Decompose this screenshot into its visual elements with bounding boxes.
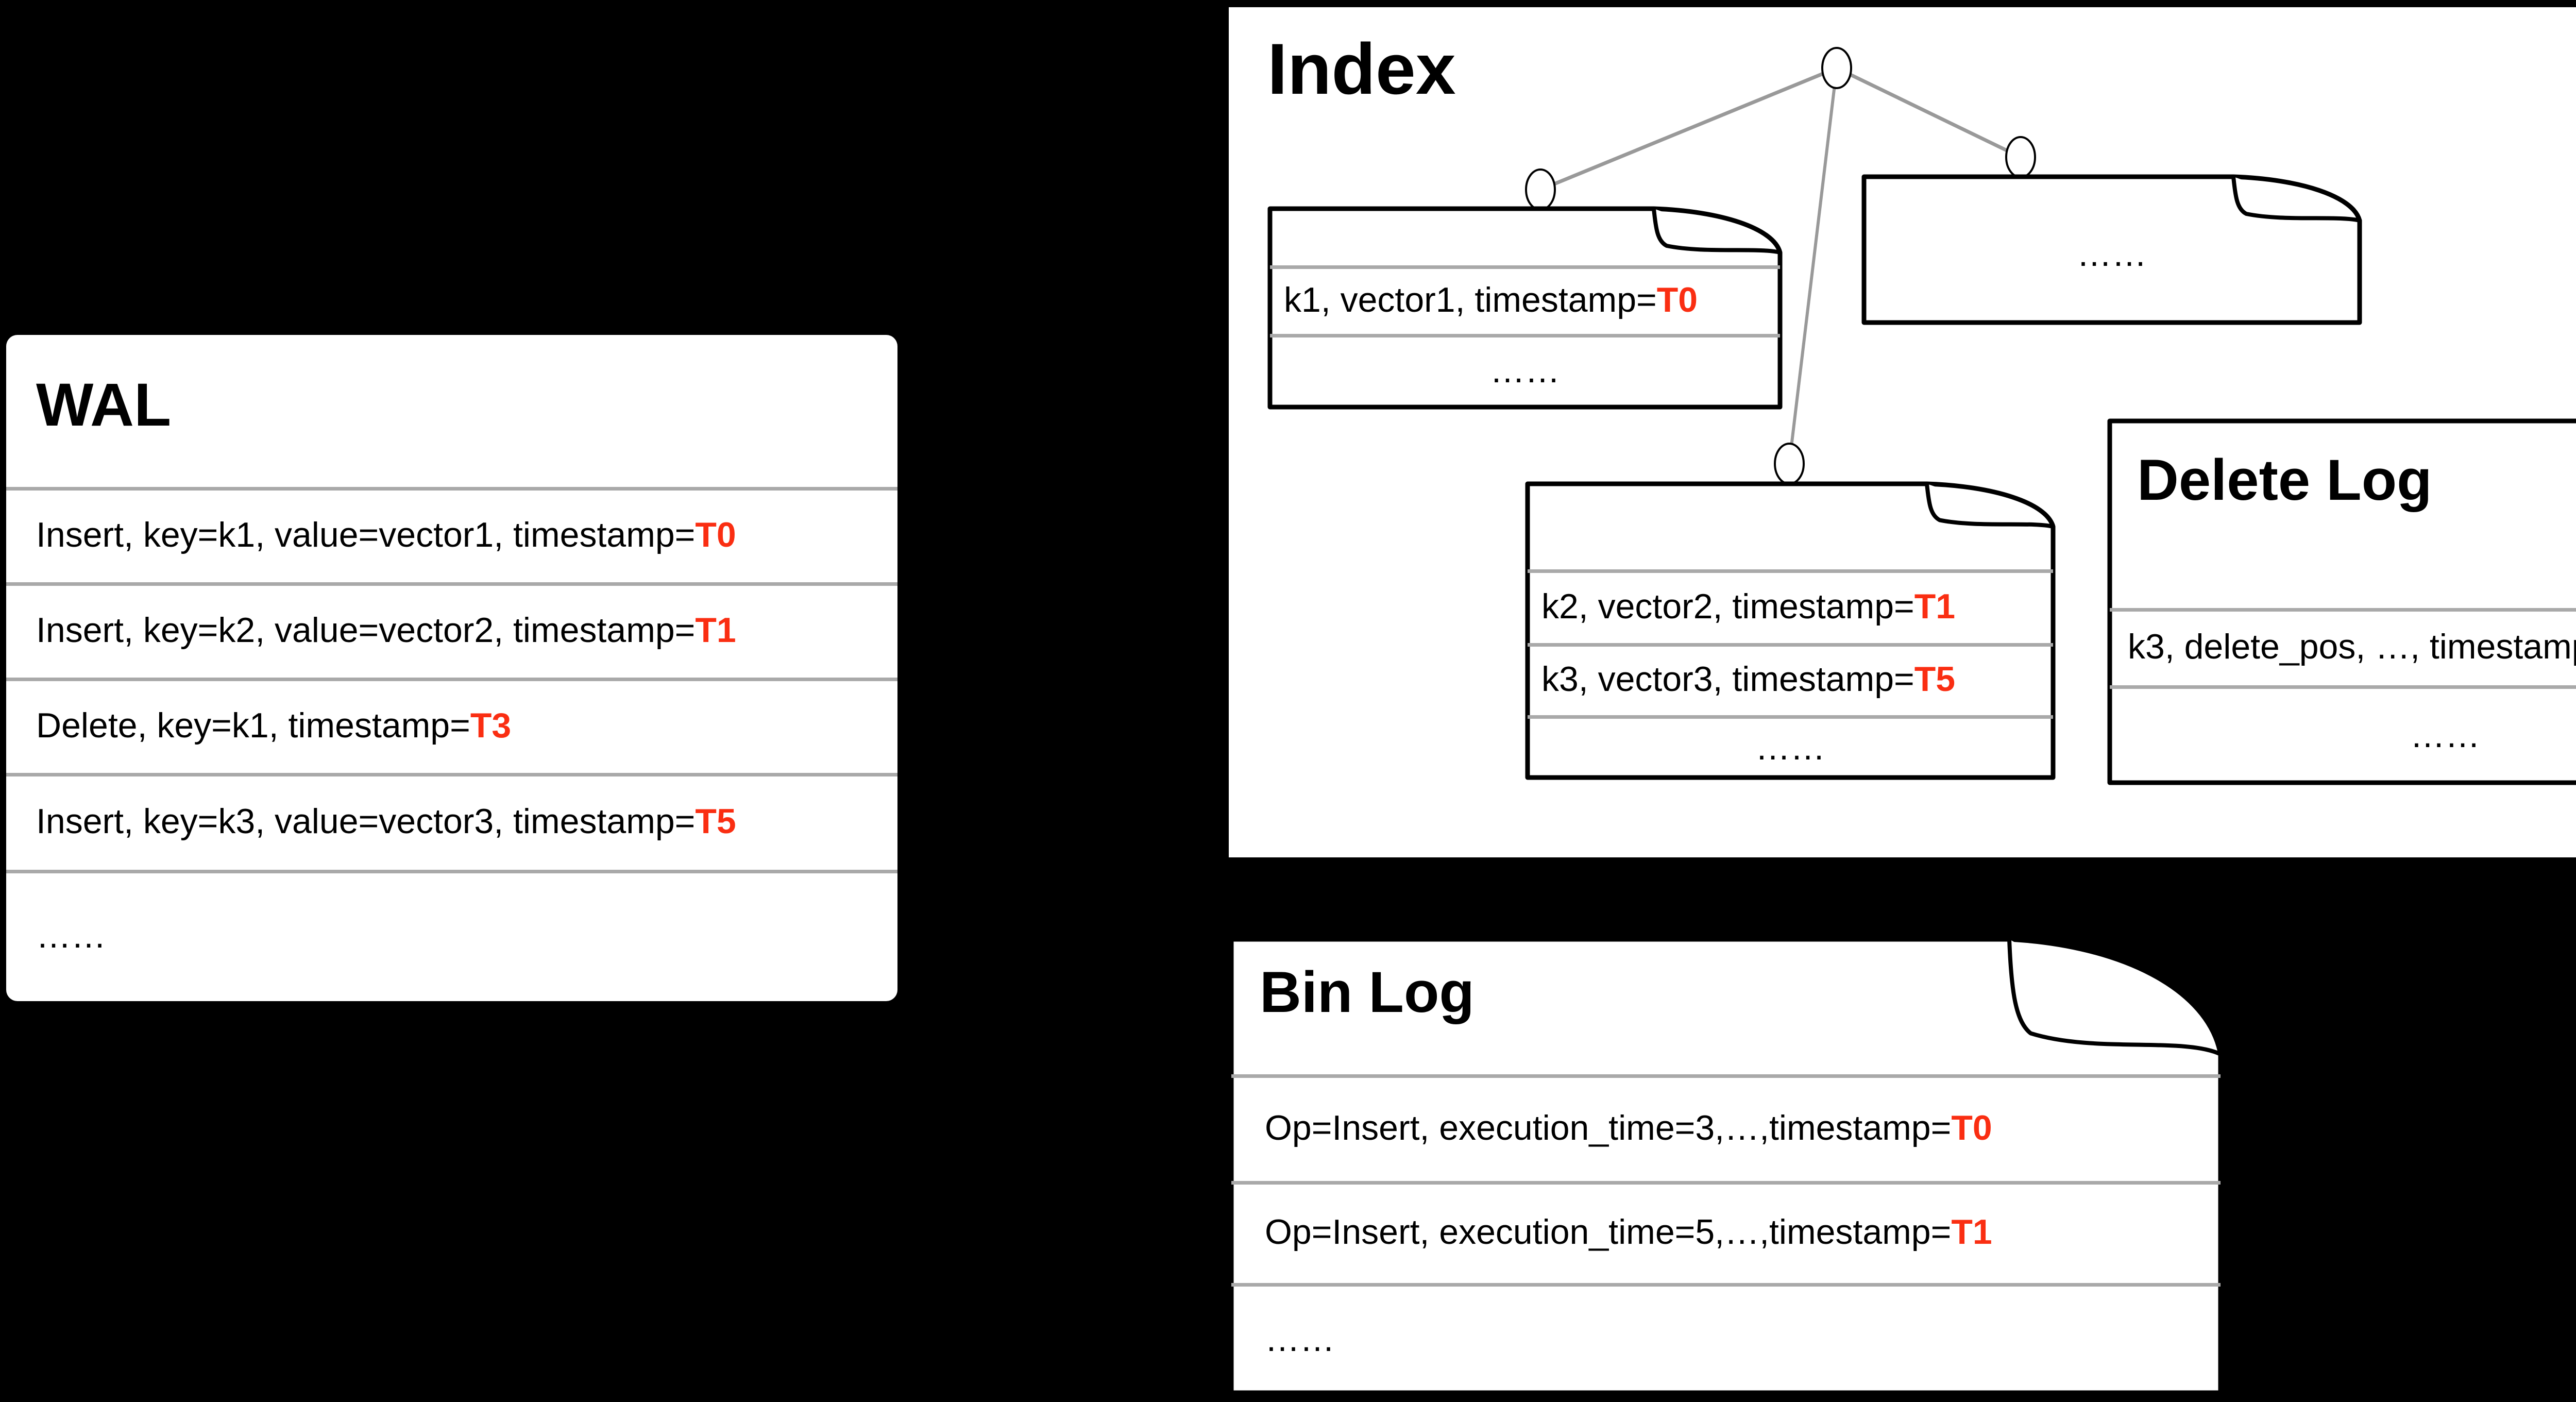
timestamp-value: T1 <box>1914 586 1956 626</box>
tree-node-middle <box>1774 443 1805 485</box>
page-row-text: Op=Insert, execution_time=5,…,timestamp= <box>1265 1212 1952 1252</box>
wal-divider <box>6 487 897 491</box>
page-k3-row: k3, vector3, timestamp=T5 <box>1541 643 1955 715</box>
index-panel: Index k1, vector1, timestamp=T0 …… <box>1229 7 2576 857</box>
wal-divider <box>6 582 897 586</box>
bin-log-ellipsis-row: …… <box>1265 1283 1335 1395</box>
page-k1-row: k1, vector1, timestamp=T0 <box>1284 265 1698 334</box>
wal-divider <box>6 870 897 873</box>
index-title: Index <box>1267 28 1456 109</box>
wal-row-delete-k1: Delete, key=k1, timestamp=T3 <box>36 678 511 773</box>
tree-edge-root-left <box>1539 66 1838 192</box>
tree-root-node <box>1821 47 1852 89</box>
wal-panel: WAL Insert, key=k1, value=vector1, times… <box>6 335 897 1001</box>
page-k2-row: k2, vector2, timestamp=T1 <box>1541 569 1955 643</box>
timestamp-value: T5 <box>1914 660 1956 699</box>
wal-row-text: Insert, key=k3, value=vector3, timestamp… <box>36 802 696 841</box>
bin-log-row-1: Op=Insert, execution_time=3,…,timestamp=… <box>1265 1074 1992 1181</box>
tree-edge-root-right <box>1836 66 2022 159</box>
tree-node-right <box>2005 136 2036 178</box>
page-divider <box>1270 334 1780 337</box>
page-row-text: …… <box>1490 351 1560 390</box>
index-page-k2k3: k2, vector2, timestamp=T1 k3, vector3, t… <box>1525 481 2056 780</box>
wal-divider <box>6 678 897 681</box>
delete-log-page: Delete Log k3, delete_pos, …, timestamp=… <box>2107 418 2576 785</box>
wal-row-ellipsis: …… <box>36 870 106 1001</box>
delete-log-ellipsis-row: …… <box>2107 685 2576 785</box>
index-page-k1: k1, vector1, timestamp=T0 …… <box>1267 206 1783 410</box>
timestamp-value: T0 <box>1951 1108 1992 1147</box>
wal-row-text: Insert, key=k2, value=vector2, timestamp… <box>36 610 696 650</box>
tree-edge-root-middle <box>1788 67 1838 464</box>
wal-row-text: Delete, key=k1, timestamp= <box>36 705 470 745</box>
page-row-text: k2, vector2, timestamp= <box>1541 586 1914 626</box>
wal-divider <box>6 773 897 776</box>
index-tree <box>1525 47 2036 485</box>
timestamp-value: T5 <box>695 802 736 841</box>
page-divider <box>2110 685 2576 689</box>
delete-log-row: k3, delete_pos, …, timestamp=T3 <box>2128 608 2576 685</box>
page-divider <box>1528 569 2053 573</box>
bin-log-title: Bin Log <box>1260 960 1475 1024</box>
page-k2k3-ellipsis-row: …… <box>1525 715 2056 780</box>
folded-page-shape <box>1229 937 2223 1395</box>
timestamp-value: T1 <box>1951 1212 1992 1252</box>
page-row-text: …… <box>1265 1320 1335 1359</box>
timestamp-value: T1 <box>695 610 736 650</box>
wal-row-text: …… <box>36 916 106 955</box>
index-page-more: …… <box>1861 174 2362 325</box>
timestamp-value: T3 <box>470 705 512 745</box>
page-row-text: Op=Insert, execution_time=3,…,timestamp= <box>1265 1108 1952 1147</box>
bin-log-page: Bin Log Op=Insert, execution_time=3,…,ti… <box>1229 937 2223 1395</box>
page-divider <box>1528 715 2053 719</box>
page-divider <box>2110 608 2576 612</box>
page-row-text: …… <box>2077 234 2147 274</box>
page-row-text: k1, vector1, timestamp= <box>1284 280 1657 319</box>
delete-log-title: Delete Log <box>2137 448 2432 512</box>
wal-row-insert-k3: Insert, key=k3, value=vector3, timestamp… <box>36 773 736 870</box>
page-divider <box>1528 643 2053 647</box>
page-divider <box>1270 265 1780 269</box>
timestamp-value: T0 <box>1656 280 1698 319</box>
folded-page-shape <box>2107 418 2576 785</box>
folded-page-shape <box>1861 174 2362 325</box>
wal-row-text: Insert, key=k1, value=vector1, timestamp… <box>36 515 696 554</box>
wal-row-insert-k2: Insert, key=k2, value=vector2, timestamp… <box>36 582 736 678</box>
folded-page-shape <box>1267 206 1783 410</box>
page-row-text: k3, delete_pos, …, timestamp= <box>2128 627 2576 666</box>
folded-page-shape <box>1525 481 2056 780</box>
page-more-ellipsis-row: …… <box>1861 174 2362 334</box>
wal-title: WAL <box>36 371 172 439</box>
page-divider <box>1231 1181 2221 1185</box>
wal-row-insert-k1: Insert, key=k1, value=vector1, timestamp… <box>36 487 736 582</box>
page-k1-ellipsis-row: …… <box>1267 334 1783 407</box>
bin-log-row-2: Op=Insert, execution_time=5,…,timestamp=… <box>1265 1181 1992 1283</box>
page-row-text: …… <box>2410 716 2480 755</box>
page-row-text: k3, vector3, timestamp= <box>1541 660 1914 699</box>
tree-node-left <box>1525 168 1556 211</box>
timestamp-value: T0 <box>695 515 736 554</box>
page-row-text: …… <box>1755 728 1825 767</box>
page-divider <box>1231 1283 2221 1287</box>
page-divider <box>1231 1074 2221 1078</box>
